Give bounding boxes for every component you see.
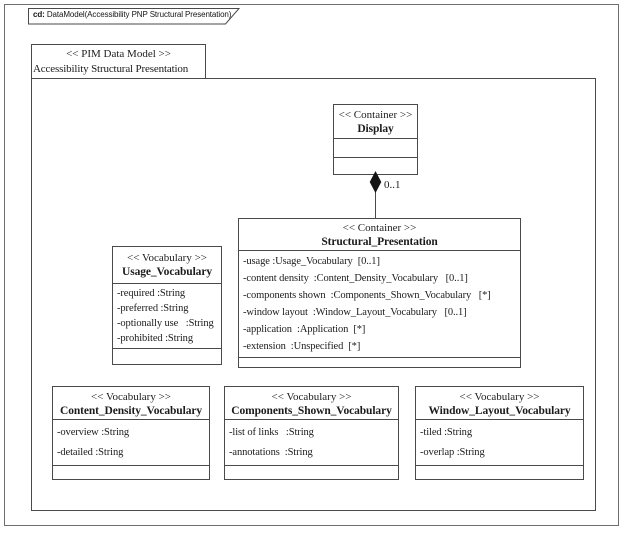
class-name: Content_Density_Vocabulary — [59, 405, 202, 417]
class-attribute: -window layout :Window_Layout_Vocabulary… — [243, 307, 467, 318]
class-display[interactable]: << Container >> Display — [333, 104, 418, 175]
class-stereotype: << Vocabulary >> — [459, 391, 540, 403]
class-name: Window_Layout_Vocabulary — [428, 405, 571, 417]
package-header[interactable]: << PIM Data Model >> Accessibility Struc… — [31, 44, 206, 78]
class-attribute: -content density :Content_Density_Vocabu… — [243, 273, 468, 284]
attributes-compartment: -tiled :String -overlap :String — [416, 420, 583, 466]
empty-compartment — [225, 466, 398, 479]
frame-label-tab[interactable]: cd: DataModel(Accessibility PNP Structur… — [28, 8, 240, 25]
class-attribute: -overlap :String — [420, 447, 485, 458]
class-components-shown-vocabulary[interactable]: << Vocabulary >> Components_Shown_Vocabu… — [224, 386, 399, 480]
class-usage-vocabulary-header: << Vocabulary >> Usage_Vocabulary — [113, 247, 221, 284]
composition-diamond-icon — [369, 171, 382, 193]
class-attribute: -application :Application [*] — [243, 324, 366, 335]
class-components-shown-vocabulary-header: << Vocabulary >> Components_Shown_Vocabu… — [225, 387, 398, 420]
class-content-density-vocabulary-header: << Vocabulary >> Content_Density_Vocabul… — [53, 387, 209, 420]
class-structural-presentation-header: << Container >> Structural_Presentation — [239, 219, 520, 251]
connector-line — [375, 175, 376, 218]
class-stereotype: << Container >> — [338, 109, 413, 121]
attributes-compartment: -usage :Usage_Vocabulary [0..1] -content… — [239, 251, 520, 358]
class-window-layout-vocabulary[interactable]: << Vocabulary >> Window_Layout_Vocabular… — [415, 386, 584, 480]
class-attribute: -list of links :String — [229, 427, 314, 438]
class-attribute: -overview :String — [57, 427, 130, 438]
class-attribute: -optionally use :String — [117, 318, 214, 329]
class-display-header: << Container >> Display — [334, 105, 417, 139]
class-stereotype: << Vocabulary >> — [126, 252, 207, 264]
class-attribute: -extension :Unspecified [*] — [243, 341, 361, 352]
class-stereotype: << Vocabulary >> — [271, 391, 352, 403]
class-attribute: -annotations :String — [229, 447, 313, 458]
class-stereotype: << Container >> — [342, 222, 417, 234]
class-attribute: -usage :Usage_Vocabulary [0..1] — [243, 256, 380, 267]
class-content-density-vocabulary[interactable]: << Vocabulary >> Content_Density_Vocabul… — [52, 386, 210, 480]
empty-compartment — [416, 466, 583, 479]
attributes-compartment: -list of links :String -annotations :Str… — [225, 420, 398, 466]
frame-label-text: cd: DataModel(Accessibility PNP Structur… — [33, 10, 231, 19]
class-usage-vocabulary[interactable]: << Vocabulary >> Usage_Vocabulary -requi… — [112, 246, 222, 365]
class-attribute: -preferred :String — [117, 303, 189, 314]
empty-compartment — [239, 358, 520, 367]
class-attribute: -components shown :Components_Shown_Voca… — [243, 290, 491, 301]
class-attribute: -tiled :String — [420, 427, 472, 438]
empty-compartment — [53, 466, 209, 479]
class-window-layout-vocabulary-header: << Vocabulary >> Window_Layout_Vocabular… — [416, 387, 583, 420]
class-stereotype: << Vocabulary >> — [90, 391, 171, 403]
class-attribute: -detailed :String — [57, 447, 124, 458]
class-structural-presentation[interactable]: << Container >> Structural_Presentation … — [238, 218, 521, 368]
frame-label-prefix: cd: — [33, 10, 45, 19]
class-name: Display — [357, 123, 394, 135]
frame-label-title: DataModel(Accessibility PNP Structural P… — [44, 10, 232, 19]
class-attribute: -required :String — [117, 288, 185, 299]
class-name: Components_Shown_Vocabulary — [231, 405, 392, 417]
attributes-compartment: -overview :String -detailed :String — [53, 420, 209, 466]
empty-compartment — [113, 349, 221, 364]
frame-label-pentagon — [28, 8, 240, 25]
class-name: Structural_Presentation — [321, 236, 438, 248]
class-attribute: -prohibited :String — [117, 333, 193, 344]
package-name: Accessibility Structural Presentation — [33, 63, 189, 75]
attributes-compartment: -required :String -preferred :String -op… — [113, 284, 221, 349]
empty-compartment — [334, 139, 417, 158]
multiplicity-label: 0..1 — [384, 179, 401, 191]
class-name: Usage_Vocabulary — [122, 266, 212, 278]
package-stereotype: << PIM Data Model >> — [66, 48, 171, 60]
